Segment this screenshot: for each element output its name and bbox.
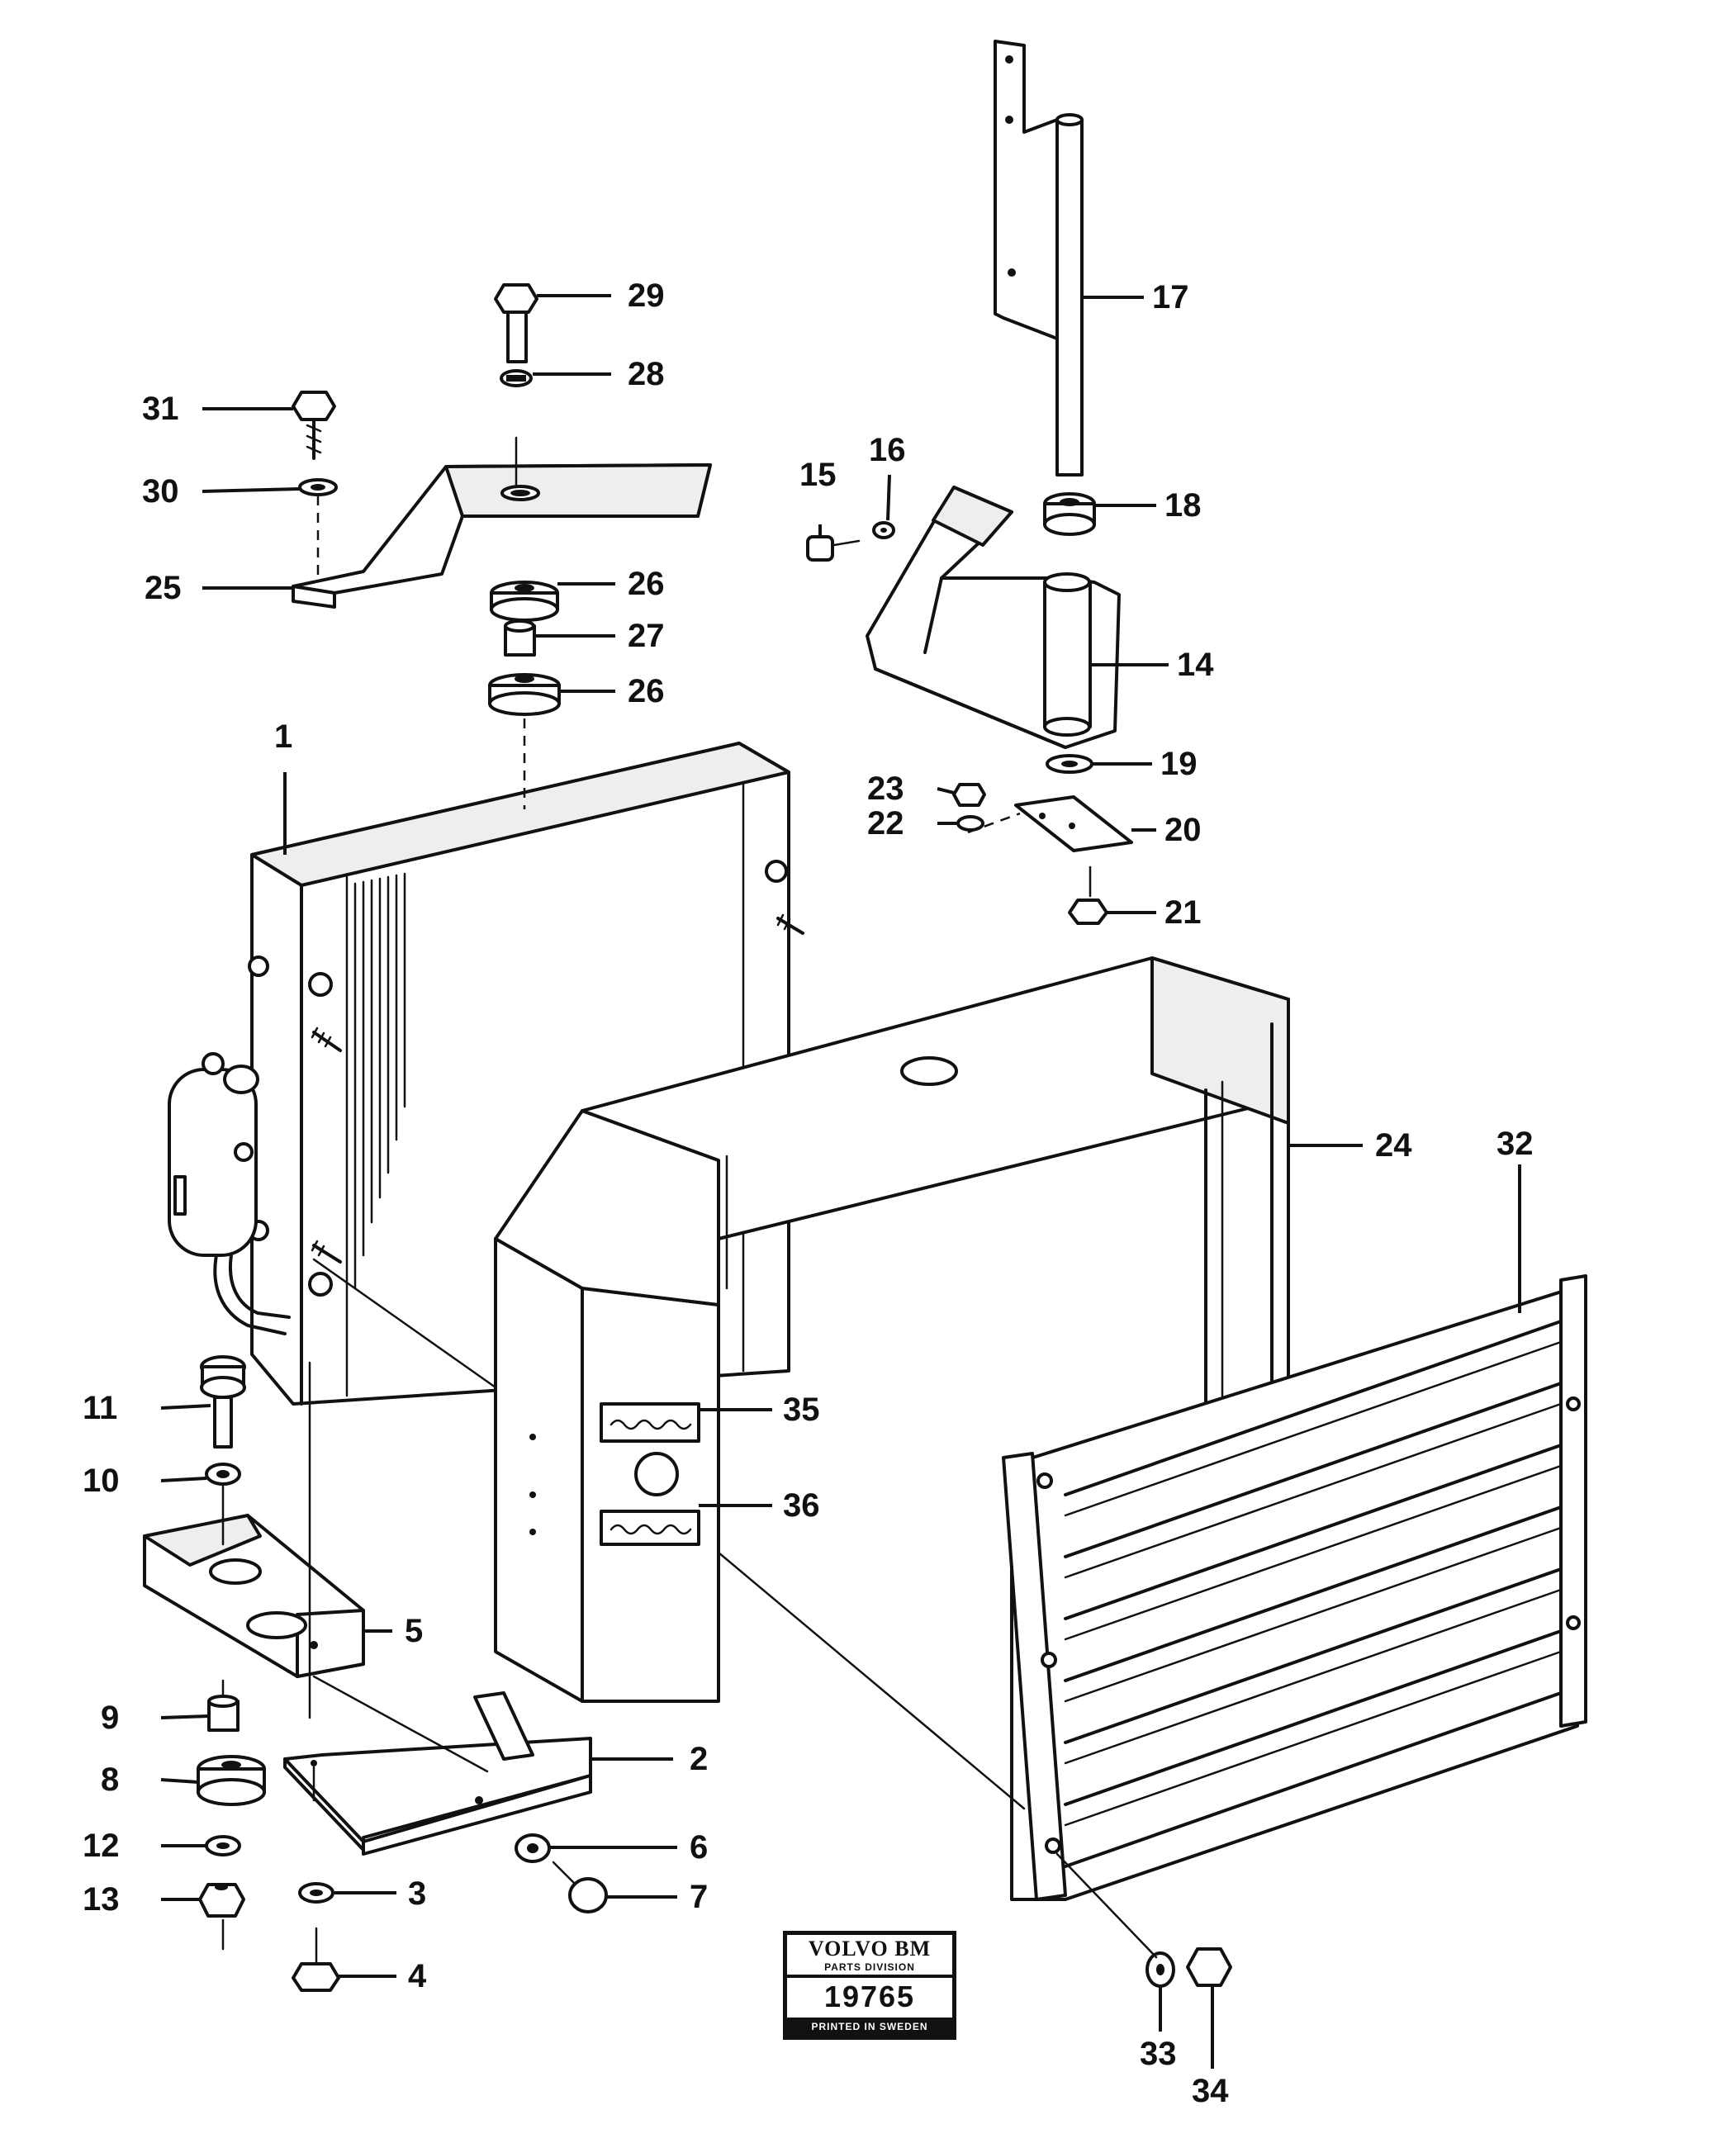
bolt-11 xyxy=(200,1355,246,1449)
callout-10: 10 xyxy=(83,1463,120,1499)
nut-23 xyxy=(952,783,986,807)
callout-15: 15 xyxy=(799,457,837,493)
callout-26a: 26 xyxy=(628,566,665,602)
callout-25: 25 xyxy=(145,570,182,606)
washer-19 xyxy=(1046,754,1093,774)
callout-26b: 26 xyxy=(628,673,665,709)
bolt-15 xyxy=(806,535,861,562)
callout-1: 1 xyxy=(274,718,292,755)
washer-28 xyxy=(500,369,533,387)
callout-30: 30 xyxy=(142,473,179,510)
callout-18: 18 xyxy=(1164,487,1202,524)
callout-leaders xyxy=(160,294,1521,2069)
stamp-number: 19765 xyxy=(823,1980,916,2013)
washer-3 xyxy=(298,1882,334,1904)
grille-louvers xyxy=(1064,1320,1563,1868)
washer-30 xyxy=(298,478,338,496)
washer-16 xyxy=(872,521,895,539)
callout-7: 7 xyxy=(690,1879,708,1915)
volvo-bm-stamp: VOLVO BM PARTS DIVISION 19765 PRINTED IN… xyxy=(783,1931,956,2040)
rubber-mount-26-lower xyxy=(488,673,561,716)
callout-28: 28 xyxy=(628,356,665,392)
washer-22 xyxy=(956,815,984,832)
callout-21: 21 xyxy=(1164,894,1202,931)
hinge-bracket xyxy=(866,486,1121,749)
sleeve-9 xyxy=(207,1695,240,1732)
callout-14: 14 xyxy=(1177,647,1214,683)
radiator-core-fins xyxy=(353,872,406,1290)
bolt-4 xyxy=(292,1927,340,1992)
callout-19: 19 xyxy=(1160,746,1198,782)
callout-2: 2 xyxy=(690,1741,708,1777)
callout-22: 22 xyxy=(867,805,904,842)
threaded-stud xyxy=(311,1240,342,1264)
threaded-stud xyxy=(776,913,804,935)
callout-36: 36 xyxy=(783,1487,820,1524)
callout-29: 29 xyxy=(628,277,665,314)
grille xyxy=(1002,1274,1587,1901)
callout-6: 6 xyxy=(690,1829,708,1866)
callout-24: 24 xyxy=(1375,1127,1412,1164)
bolt-21 xyxy=(1068,865,1108,925)
callout-9: 9 xyxy=(101,1700,119,1736)
bushing-18 xyxy=(1043,492,1096,536)
stamp-brand: VOLVO BM xyxy=(808,1937,932,1961)
washer-10 xyxy=(205,1463,241,1486)
callout-20: 20 xyxy=(1164,812,1202,848)
callout-4: 4 xyxy=(408,1958,427,1994)
bolt-7 xyxy=(552,1861,608,1913)
callout-11: 11 xyxy=(83,1390,117,1426)
callout-31: 31 xyxy=(142,391,179,427)
callout-8: 8 xyxy=(101,1762,119,1798)
mounting-bracket xyxy=(283,1691,592,1856)
receiver-drier xyxy=(168,1052,291,1335)
plate-20 xyxy=(1014,795,1133,852)
callout-3: 3 xyxy=(408,1875,426,1912)
upper-bracket xyxy=(292,463,712,609)
callout-12: 12 xyxy=(83,1828,120,1864)
grille-washer xyxy=(1145,1951,1175,1988)
stamp-division: PARTS DIVISION xyxy=(824,1961,915,1973)
radiator-frame xyxy=(494,956,1290,1703)
callout-34: 34 xyxy=(1192,2073,1229,2109)
callout-33: 33 xyxy=(1140,2036,1177,2072)
nut-13 xyxy=(198,1883,245,1918)
washer-6 xyxy=(515,1833,551,1863)
bolt-31 xyxy=(292,391,336,460)
callout-16: 16 xyxy=(869,432,906,468)
callout-27: 27 xyxy=(628,618,665,654)
callout-5: 5 xyxy=(405,1613,423,1649)
hinge-pin-arm xyxy=(994,40,1084,477)
callout-13: 13 xyxy=(83,1881,120,1918)
threaded-stud xyxy=(311,1027,342,1052)
spacer-27 xyxy=(504,619,536,657)
callout-32: 32 xyxy=(1496,1126,1534,1162)
washer-12 xyxy=(205,1835,241,1856)
callout-numbers: 1 2 3 4 5 6 7 8 9 10 11 12 13 14 15 16 1… xyxy=(83,277,1534,2109)
callout-35: 35 xyxy=(783,1392,820,1428)
rubber-mount-8 xyxy=(197,1755,266,1806)
callout-23: 23 xyxy=(867,771,904,807)
grille-bolt xyxy=(1186,1947,1232,1987)
rubber-mount-26-upper xyxy=(490,581,559,622)
support-bracket xyxy=(143,1514,365,1678)
stamp-footer: PRINTED IN SWEDEN xyxy=(787,2018,952,2036)
bolt-29 xyxy=(494,283,538,363)
decal-35 xyxy=(600,1402,700,1443)
callout-17: 17 xyxy=(1152,279,1189,315)
